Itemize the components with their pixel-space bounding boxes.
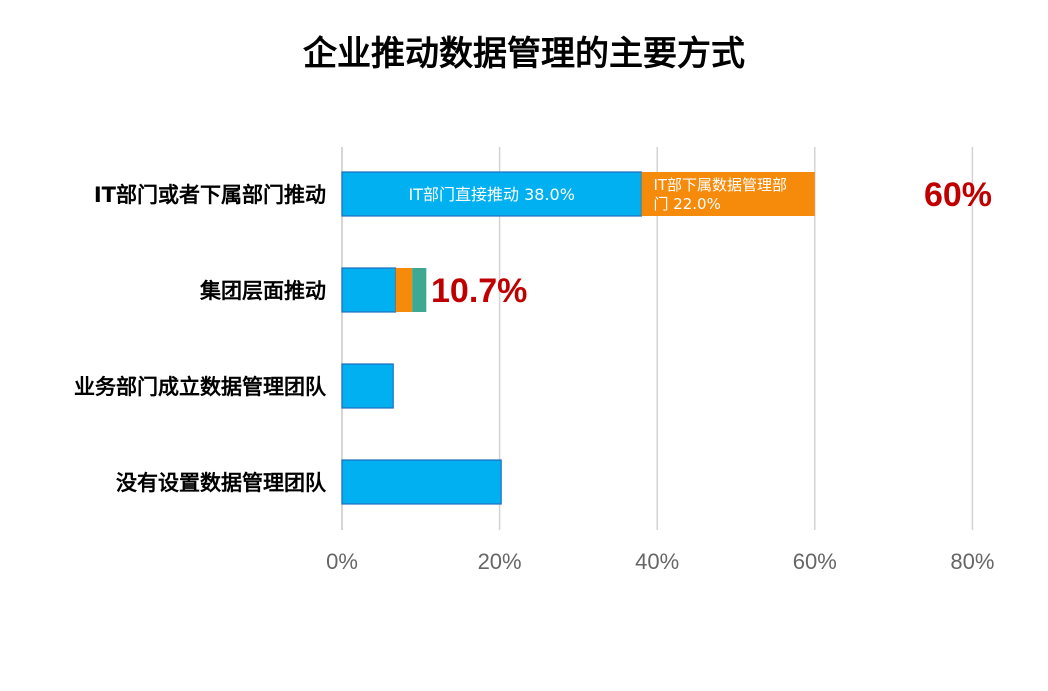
category-label: 业务部门成立数据管理团队 <box>74 375 327 399</box>
bar-segment <box>641 172 815 216</box>
x-tick-label: 0% <box>326 549 358 574</box>
bar-segment <box>341 267 397 313</box>
category-label: 集团层面推动 <box>199 279 326 303</box>
x-tick-label: 20% <box>478 549 522 574</box>
total-label: 60% <box>924 176 992 214</box>
bar-segment <box>341 363 394 409</box>
total-label: 10.7% <box>431 272 527 310</box>
data-label: IT部门直接推动 38.0% <box>409 185 575 204</box>
data-label: IT部下属数据管理部门 22.0% <box>653 176 787 213</box>
x-tick-label: 60% <box>793 549 837 574</box>
bar-segment <box>412 268 427 312</box>
category-label: 没有设置数据管理团队 <box>116 471 327 495</box>
category-label: IT部门或者下属部门推动 <box>94 183 326 207</box>
bar-segment <box>395 268 413 312</box>
bar-segment <box>341 459 502 505</box>
x-tick-label: 40% <box>635 549 679 574</box>
bar-segment <box>341 171 643 217</box>
chart-title: 企业推动数据管理的主要方式 <box>303 34 745 74</box>
x-tick-label: 80% <box>950 549 994 574</box>
